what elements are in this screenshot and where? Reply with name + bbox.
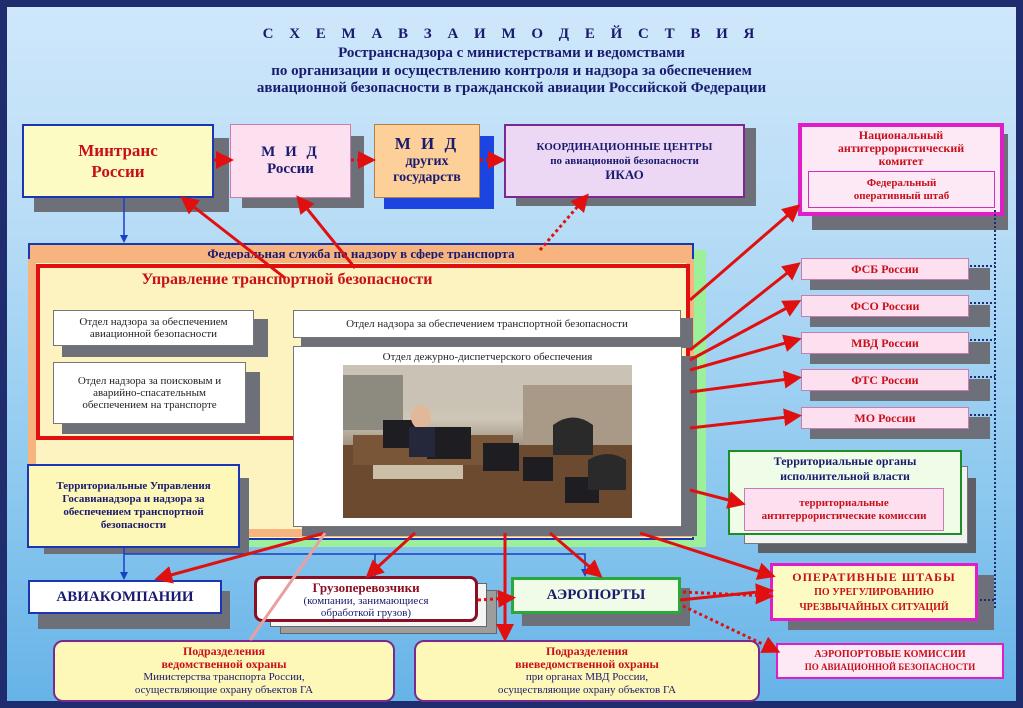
- airport-commissions-sub: ПО АВИАЦИОННОЙ БЕЗОПАСНОСТИ: [804, 662, 976, 672]
- guard-nondept-box: Подразделения вневедомственной охраны пр…: [414, 640, 760, 702]
- dept-transport-box: Отдел надзора за обеспечением транспортн…: [293, 310, 681, 338]
- airports-label: АЭРОПОРТЫ: [546, 587, 646, 603]
- guard-dept-title-2: ведомственной охраны: [161, 657, 287, 671]
- airport-dotted-links: [477, 586, 781, 653]
- airport-commissions-box: АЭРОПОРТОВЫЕ КОМИССИИ ПО АВИАЦИОННОЙ БЕЗ…: [776, 643, 1004, 679]
- icao-centers-box: КООРДИНАЦИОННЫЕ ЦЕНТРЫ по авиационной бе…: [504, 124, 745, 198]
- territorial-mgmt-label: Территориальные Управления Госавианадзор…: [56, 480, 211, 531]
- mid-other-label-2: других государств: [393, 154, 461, 185]
- diagram-subtitle-3: авиационной безопасности в гражданской а…: [256, 80, 767, 96]
- dept-aviation-box: Отдел надзора за обеспечением авиационно…: [53, 310, 254, 346]
- control-room-photo: [343, 365, 632, 518]
- icao-centers-label-3: ИКАО: [605, 167, 644, 182]
- agency-mvd-box: МВД России: [801, 332, 969, 354]
- territorial-mgmt-box: Территориальные Управления Госавианадзор…: [27, 464, 240, 548]
- op-hq-title: ОПЕРАТИВНЫЕ ШТАБЫ: [792, 569, 956, 584]
- agency-fts-box: ФТС России: [801, 369, 969, 391]
- right-dotted-links: [970, 210, 996, 610]
- icao-centers-label-2: по авиационной безопасности: [550, 155, 699, 167]
- guard-dept-sub-1: Министерства транспорта России,: [143, 671, 305, 683]
- agency-mo-box: МО России: [801, 407, 969, 429]
- dept-duty-label: Отдел дежурно-диспетчерского обеспечения: [382, 351, 593, 363]
- territorial-gov-label: Территориальные органы исполнительной вл…: [773, 454, 917, 483]
- agency-fsb-label: ФСБ России: [851, 261, 919, 276]
- mintrans-box: Минтранс России: [22, 124, 214, 198]
- op-hq-sub-2: ЧРЕЗВЫЧАЙНЫХ СИТУАЦИЙ: [799, 601, 949, 613]
- agency-fso-box: ФСО России: [801, 295, 969, 317]
- mid-other-label-1: М И Д: [394, 134, 460, 153]
- guard-dept-box: Подразделения ведомственной охраны Минис…: [53, 640, 395, 702]
- mid-other-box: М И Д других государств: [374, 124, 480, 198]
- blue-connectors: [120, 198, 589, 580]
- airports-box: АЭРОПОРТЫ: [511, 577, 681, 614]
- red-arrows: [154, 195, 802, 642]
- icao-centers-label-1: КООРДИНАЦИОННЫЕ ЦЕНТРЫ: [536, 141, 713, 153]
- fed-hq-box: Федеральный оперативный штаб: [808, 171, 995, 208]
- guard-nondept-title-1: Подразделения: [545, 644, 629, 658]
- dept-search-box: Отдел надзора за поисковым и аварийно-сп…: [53, 362, 246, 424]
- federal-service-label: Федеральная служба по надзору в сфере тр…: [207, 246, 515, 261]
- guard-nondept-title-2: вневедомственной охраны: [515, 657, 659, 671]
- federal-service-header: Федеральная служба по надзору в сфере тр…: [28, 243, 694, 261]
- agency-mvd-label: МВД России: [851, 335, 919, 350]
- utb-title: Управление транспортной безопасности: [141, 271, 433, 288]
- dept-search-label: Отдел надзора за поисковым и аварийно-сп…: [77, 375, 222, 411]
- airlines-box: АВИАКОМПАНИИ: [28, 580, 222, 614]
- mid-russia-label-1: М И Д: [261, 144, 320, 160]
- dept-transport-label: Отдел надзора за обеспечением транспортн…: [346, 318, 628, 330]
- agency-mo-label: МО России: [854, 410, 916, 425]
- diagram-subtitle-1: Ространснадзора с министерствами и ведом…: [338, 45, 685, 61]
- cargo-title: Грузоперевозчики: [312, 579, 420, 595]
- cargo-sub: (компании, занимающиеся обработкой грузо…: [303, 594, 429, 619]
- guard-nondept-sub-2: осуществляющие охрану объектов ГА: [497, 684, 677, 696]
- diagram-title: С Х Е М А В З А И М О Д Е Й С Т В И Я: [262, 26, 761, 42]
- mintrans-label: Минтранс России: [78, 141, 158, 181]
- fed-hq-label: Федеральный оперативный штаб: [853, 176, 950, 202]
- territorial-commissions-box: территориальные антитеррористические ком…: [744, 488, 944, 531]
- top-dotted-links: [214, 151, 589, 251]
- dept-aviation-label: Отдел надзора за обеспечением авиационно…: [79, 316, 228, 340]
- guard-dept-title-1: Подразделения: [182, 644, 266, 658]
- mid-russia-label-2: России: [267, 161, 314, 177]
- airport-commissions-title: АЭРОПОРТОВЫЕ КОМИССИИ: [814, 649, 966, 660]
- guard-dept-sub-2: осуществляющие охрану объектов ГА: [134, 684, 314, 696]
- op-hq-sub-1: ПО УРЕГУЛИРОВАНИЮ: [814, 586, 934, 598]
- nak-title: Национальный антитеррористический комите…: [837, 128, 965, 168]
- territorial-commissions-label: территориальные антитеррористические ком…: [761, 496, 927, 522]
- guard-nondept-sub-1: при органах МВД России,: [525, 671, 649, 683]
- agency-fsb-box: ФСБ России: [801, 258, 969, 280]
- airlines-label: АВИАКОМПАНИИ: [56, 588, 194, 605]
- diagram-subtitle-2: по организации и осуществлению контроля …: [271, 63, 752, 79]
- agency-fts-label: ФТС России: [851, 372, 919, 387]
- agency-fso-label: ФСО России: [850, 298, 920, 313]
